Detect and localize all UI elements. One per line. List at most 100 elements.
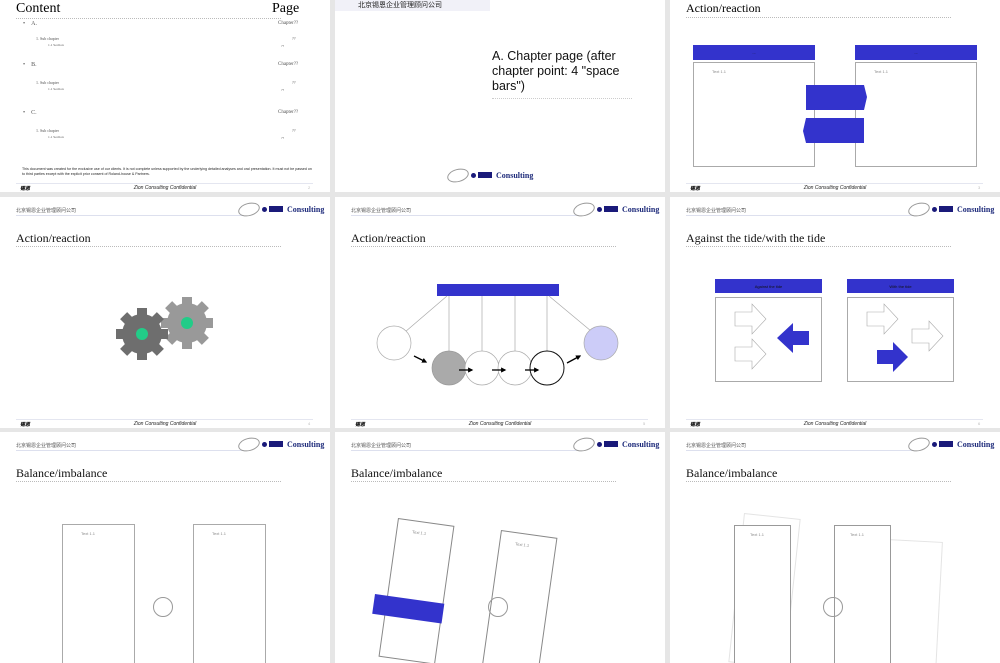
- header-band: [335, 0, 490, 11]
- page-number: 2: [308, 185, 311, 190]
- cradle-strings: [404, 295, 592, 351]
- title-divider: [351, 481, 616, 482]
- page-label: Page: [272, 1, 300, 16]
- slide-title: Balance/imbalance: [16, 466, 108, 480]
- slide-thumbnail-1[interactable]: Content Page • A. Chapter?? 1. Sub chapt…: [0, 0, 330, 192]
- page-number: 4: [308, 421, 311, 426]
- slide-thumbnail-4[interactable]: 北京锡恩企业管理顾问公司 Consulting Action/reaction …: [0, 197, 330, 428]
- slide-thumbnail-9[interactable]: 北京锡恩企业管理顾问公司 Consulting Balance/imbalanc…: [670, 432, 1000, 663]
- logo-dot-icon: [932, 441, 937, 447]
- outline-arrow-right: [734, 338, 767, 370]
- ball-black-outline: [529, 350, 565, 386]
- right-box: Text 1.1: [193, 524, 266, 663]
- slide-thumbnail-3[interactable]: Action/reaction ... Text 1.1 ... Text 1.…: [670, 0, 1000, 192]
- footer-divider: [351, 419, 648, 420]
- title-divider: [16, 481, 281, 482]
- title-divider: [686, 17, 951, 18]
- logo-text: Consulting: [957, 439, 995, 449]
- ball-left-raised: [376, 325, 412, 361]
- logo: Consulting: [236, 199, 325, 219]
- slide-thumbnail-7[interactable]: 北京锡恩企业管理顾问公司 Consulting Balance/imbalanc…: [0, 432, 330, 663]
- footer-divider: [16, 183, 313, 184]
- outline-arrow-right: [734, 303, 767, 335]
- outline-arrow-right: [866, 303, 899, 335]
- footer-text: Zion Consulting Confidential: [803, 185, 867, 191]
- logo-text: Consulting: [622, 439, 660, 449]
- disclaimer: This document was created for the exclus…: [22, 167, 312, 176]
- fulcrum-circle: [823, 597, 843, 617]
- slide-title: Balance/imbalance: [351, 466, 443, 480]
- logo: Consulting: [906, 434, 995, 454]
- logo: Consulting: [906, 199, 995, 219]
- blue-arrow-right: [877, 342, 908, 372]
- against-tide-header: Against the tide: [715, 279, 822, 293]
- logo: Consulting: [445, 165, 534, 185]
- footer-divider: [686, 183, 983, 184]
- logo: Consulting: [571, 199, 659, 219]
- slide-title: Action/reaction: [351, 231, 426, 245]
- slide-thumbnail-2[interactable]: 北京锡恩企业管理顾问公司 A. Chapter page (after chap…: [335, 0, 665, 192]
- chapter-divider: [492, 98, 632, 99]
- logo-dot-icon: [597, 441, 602, 447]
- logo-block-icon: [269, 441, 283, 447]
- logo-text: Consulting: [287, 204, 325, 214]
- logo-text: Consulting: [957, 204, 995, 214]
- logo: Consulting: [571, 434, 660, 454]
- title-divider: [686, 246, 951, 247]
- dark-gear-icon: [116, 308, 168, 360]
- logo-ring-icon: [571, 434, 597, 454]
- header-divider: [351, 215, 579, 216]
- logo-dot-icon: [262, 206, 267, 212]
- logo-text: Consulting: [496, 170, 534, 180]
- fulcrum-circle: [153, 597, 173, 617]
- footer-divider: [16, 419, 313, 420]
- logo-block-icon: [939, 206, 953, 212]
- header-company: 北京锡恩企业管理顾问公司: [16, 208, 77, 214]
- footer-logo: 锡恩: [690, 422, 701, 428]
- left-header-bar: ...: [693, 45, 815, 60]
- footer-logo: 锡恩: [355, 422, 366, 428]
- footer-text: Zion Consulting Confidential: [133, 185, 197, 191]
- footer-logo: 锡恩: [20, 422, 31, 428]
- left-box: Text 1.1: [693, 62, 815, 167]
- title-divider: [16, 246, 281, 247]
- header-company: 北京锡恩企业管理顾问公司: [358, 2, 442, 9]
- slide-title: Against the tide/with the tide: [686, 231, 826, 245]
- motion-arrows: [413, 355, 582, 373]
- header-divider: [351, 450, 579, 451]
- header-divider: [16, 450, 244, 451]
- logo-dot-icon: [471, 172, 476, 178]
- slide-thumbnail-8[interactable]: 北京锡恩企业管理顾问公司 Consulting Balance/imbalanc…: [335, 432, 665, 663]
- logo-block-icon: [939, 441, 953, 447]
- logo-block-icon: [604, 206, 618, 212]
- tilted-left-box: Text 1.1: [378, 518, 455, 663]
- slide-thumbnail-6[interactable]: 北京锡恩企业管理顾问公司 Consulting Against the tide…: [670, 197, 1000, 428]
- page-number: 6: [978, 421, 981, 426]
- left-box: Text 1.1: [734, 525, 791, 663]
- ball-right-raised: [583, 325, 619, 361]
- slide-title: Action/reaction: [16, 231, 91, 245]
- header-divider: [686, 215, 914, 216]
- left-box: Text 1.1: [62, 524, 135, 663]
- light-gear-icon: [161, 297, 213, 349]
- tilted-right-box: Text 1.1: [481, 530, 558, 663]
- header-company: 北京锡恩企业管理顾问公司: [16, 443, 77, 449]
- blue-arrow-left: [777, 323, 809, 353]
- footer-divider: [686, 419, 983, 420]
- ball-middle-2: [497, 350, 533, 386]
- logo-ring-icon: [906, 434, 932, 454]
- right-box: Text 1.1: [834, 525, 891, 663]
- footer-text: Zion Consulting Confidential: [803, 421, 867, 427]
- logo-text: Consulting: [287, 439, 325, 449]
- header-company: 北京锡恩企业管理顾问公司: [686, 443, 747, 449]
- right-header-bar: ...: [855, 45, 977, 60]
- footer-logo: 锡恩: [690, 186, 701, 192]
- header-company: 北京锡恩企业管理顾问公司: [351, 443, 412, 449]
- logo: Consulting: [236, 434, 325, 454]
- slide-thumbnail-5[interactable]: 北京锡恩企业管理顾问公司 Consulting Action/reaction …: [335, 197, 665, 428]
- header-divider: [686, 450, 914, 451]
- logo-dot-icon: [932, 206, 937, 212]
- ball-gray: [431, 350, 467, 386]
- footer-text: Zion Consulting Confidential: [133, 421, 197, 427]
- logo-dot-icon: [597, 206, 602, 212]
